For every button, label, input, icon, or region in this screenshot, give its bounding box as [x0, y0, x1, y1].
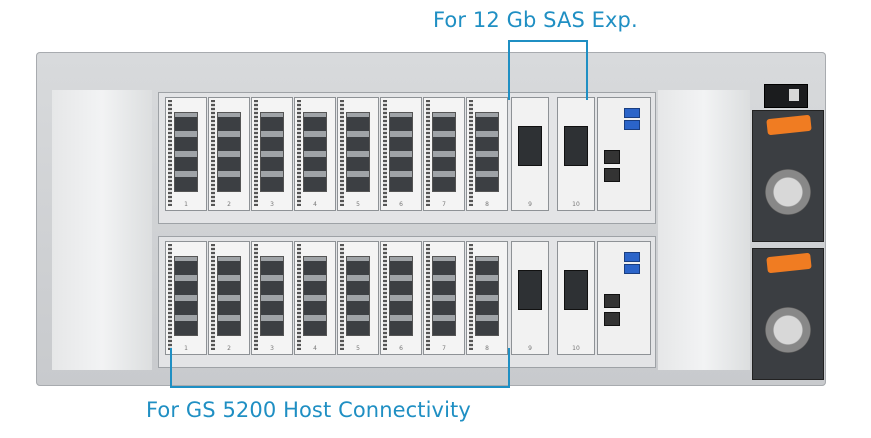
host-io-module: 7	[423, 241, 465, 355]
host-io-module: 7	[423, 97, 465, 211]
slot-number: 2	[227, 345, 231, 352]
host-io-module: 2	[208, 97, 250, 211]
vent-mesh	[469, 100, 473, 206]
host-connectivity-label: For GS 5200 Host Connectivity	[146, 398, 471, 422]
management-controller	[597, 241, 651, 355]
vent-mesh	[426, 100, 430, 206]
slot-number: 2	[227, 201, 231, 208]
vent-mesh	[426, 244, 430, 350]
power-supply-top	[752, 110, 824, 242]
slot-number: 6	[399, 345, 403, 352]
ethernet-port-icon	[604, 150, 620, 164]
host-io-module: 4	[294, 241, 336, 355]
host-io-module: 8	[466, 97, 508, 211]
chassis-side-panel-right	[658, 90, 750, 370]
slot-number: 5	[356, 201, 360, 208]
vent-mesh	[168, 244, 172, 350]
power-switch	[764, 84, 808, 108]
vent-mesh	[383, 100, 387, 206]
sas-expansion-module: 10	[557, 97, 595, 211]
slot-number: 7	[442, 345, 446, 352]
vent-mesh	[340, 244, 344, 350]
usb-port-icon	[624, 120, 640, 130]
ethernet-port-icon	[604, 168, 620, 182]
vent-mesh	[297, 244, 301, 350]
slot-number: 8	[485, 345, 489, 352]
controller-tray-top: 1 2 3 4 5 6 7 8 9 10	[158, 92, 656, 224]
vent-mesh	[469, 244, 473, 350]
host-io-module: 8	[466, 241, 508, 355]
vent-mesh	[340, 100, 344, 206]
vent-mesh	[211, 244, 215, 350]
host-io-module: 2	[208, 241, 250, 355]
host-io-module: 5	[337, 241, 379, 355]
sas-expansion-label: For 12 Gb SAS Exp.	[433, 8, 638, 32]
vent-mesh	[254, 100, 258, 206]
vent-mesh	[211, 100, 215, 206]
power-supply-bottom	[752, 248, 824, 380]
psu-release-lever	[766, 114, 812, 136]
chassis-side-panel-left	[52, 90, 152, 370]
ethernet-port-icon	[604, 294, 620, 308]
slot-number: 10	[572, 345, 580, 352]
host-io-module: 3	[251, 97, 293, 211]
host-io-module: 6	[380, 97, 422, 211]
slot-number: 4	[313, 345, 317, 352]
usb-port-icon	[624, 264, 640, 274]
vent-mesh	[254, 244, 258, 350]
vent-mesh	[168, 100, 172, 206]
sas-expansion-module: 9	[511, 97, 549, 211]
usb-port-icon	[624, 252, 640, 262]
slot-number: 8	[485, 201, 489, 208]
host-io-module: 3	[251, 241, 293, 355]
usb-port-icon	[624, 108, 640, 118]
sas-expansion-module: 9	[511, 241, 549, 355]
slot-number: 6	[399, 201, 403, 208]
fan-icon	[765, 307, 811, 353]
slot-number: 7	[442, 201, 446, 208]
slot-number: 10	[572, 201, 580, 208]
slot-number: 3	[270, 201, 274, 208]
host-io-module: 4	[294, 97, 336, 211]
psu-release-lever	[766, 252, 812, 274]
slot-number: 9	[528, 201, 532, 208]
vent-mesh	[297, 100, 301, 206]
slot-number: 4	[313, 201, 317, 208]
slot-number: 9	[528, 345, 532, 352]
sas-expansion-bracket	[508, 40, 588, 100]
host-io-module: 1	[165, 97, 207, 211]
slot-number: 5	[356, 345, 360, 352]
vent-mesh	[383, 244, 387, 350]
controller-tray-bottom: 1 2 3 4 5 6 7 8 9 10	[158, 236, 656, 368]
management-controller	[597, 97, 651, 211]
slot-number: 3	[270, 345, 274, 352]
slot-number: 1	[184, 345, 188, 352]
fan-icon	[765, 169, 811, 215]
slot-number: 1	[184, 201, 188, 208]
host-io-module: 1	[165, 241, 207, 355]
sas-expansion-module: 10	[557, 241, 595, 355]
host-connectivity-bracket	[170, 348, 510, 388]
host-io-module: 5	[337, 97, 379, 211]
ethernet-port-icon	[604, 312, 620, 326]
host-io-module: 6	[380, 241, 422, 355]
